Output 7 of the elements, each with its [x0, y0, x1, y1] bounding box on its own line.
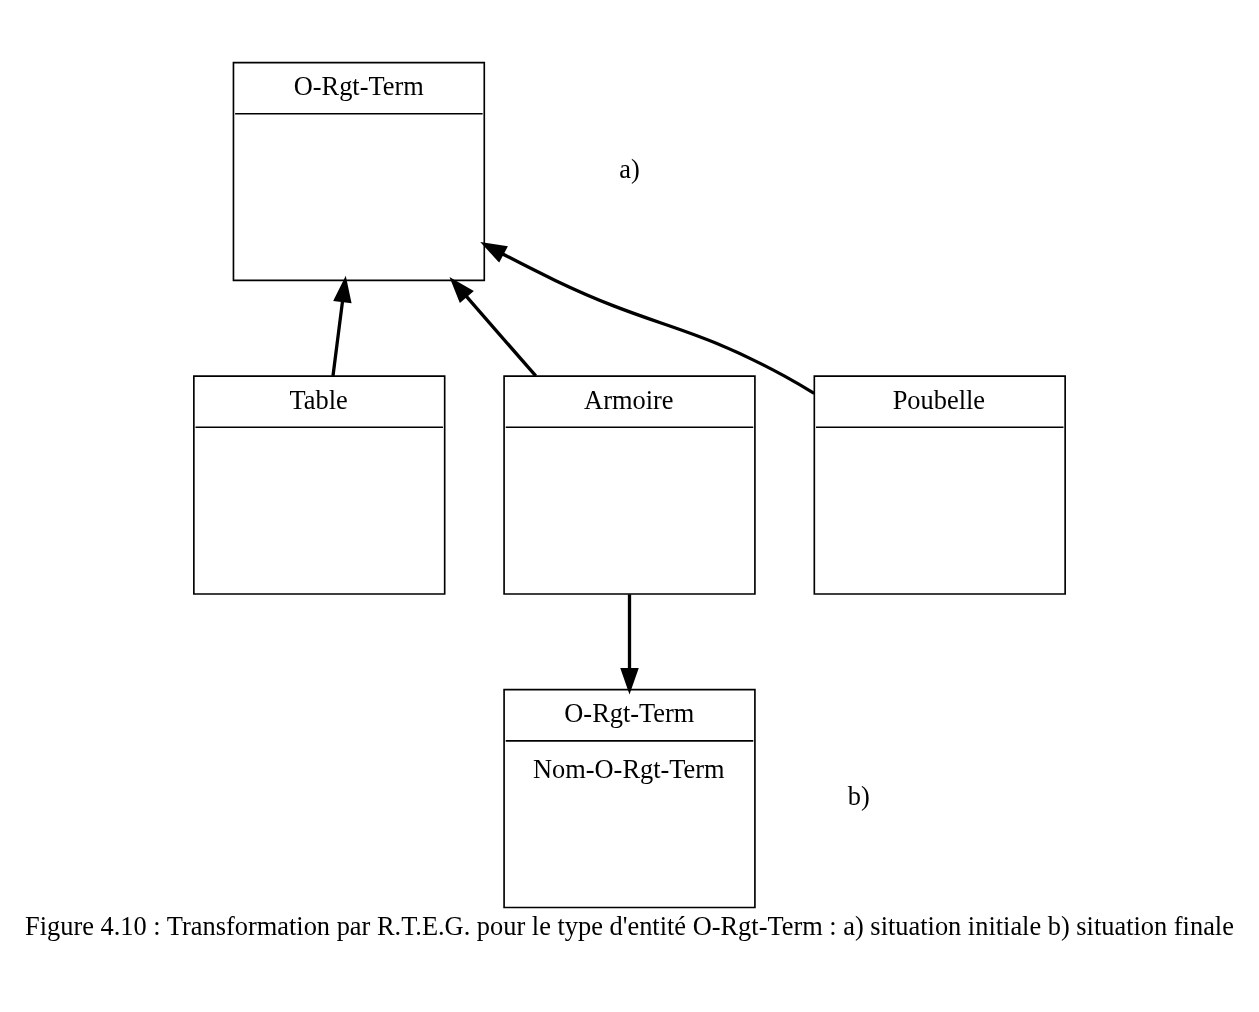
caption: Figure 4.10 : Transformation par R.T.E.G. pour le type d'entité O-Rgt-Term : a) situation initiale b) situation finale: [25, 910, 1234, 941]
arrow: [331, 275, 352, 376]
label: a): [619, 153, 640, 184]
label: b): [847, 780, 870, 811]
arrow: [449, 276, 537, 377]
arrow: [480, 241, 815, 395]
arrow: [620, 593, 639, 694]
